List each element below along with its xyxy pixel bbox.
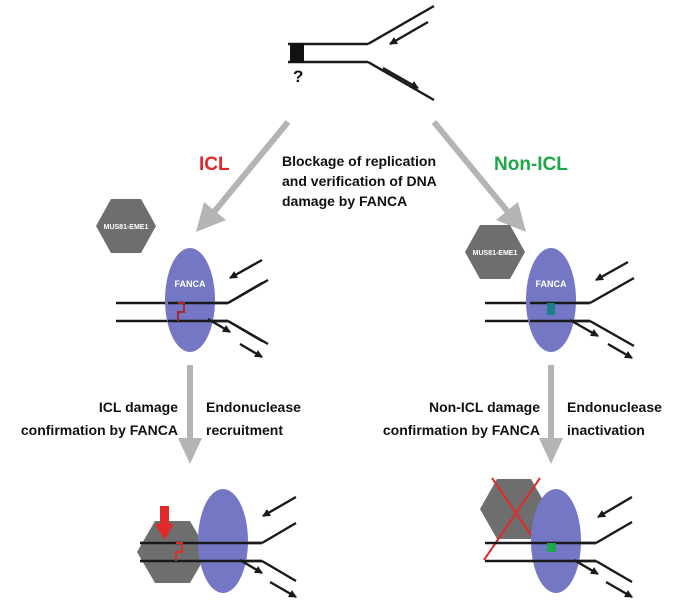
non-icl-inactivation-panel (480, 477, 633, 599)
fanca-protein-left (165, 248, 215, 352)
endonuclease-inactivation-line-1: Endonuclease (567, 399, 662, 415)
non-icl-confirmation-line-1: Non-ICL damage (429, 399, 540, 415)
icl-crosslink-bottom-left (175, 542, 183, 561)
down-arrow-right (539, 365, 563, 464)
endonuclease-recruitment-line-2: recruitment (206, 422, 283, 438)
branch-arrow-right (431, 120, 526, 232)
center-caption-line-3: damage by FANCA (282, 193, 407, 209)
fanca-label-right: FANCA (536, 279, 567, 289)
mus81-eme1-hexagon-right (465, 225, 525, 279)
down-arrow-left (178, 365, 202, 464)
center-caption: Blockage of replication and verification… (282, 153, 437, 209)
fanca-protein-bottom-left (198, 489, 248, 593)
inactivation-cross-b (483, 477, 541, 561)
top-replication-fork: ? (288, 4, 435, 102)
icl-confirmation-line-1: ICL damage (99, 399, 178, 415)
icl-crosslink-left (177, 302, 185, 321)
right-step-captions: Non-ICL damage confirmation by FANCA End… (383, 399, 662, 438)
fanca-protein-bottom-right (531, 489, 581, 593)
icl-recruitment-panel (137, 489, 297, 599)
fanca-protein-right (526, 248, 576, 352)
non-icl-fork-panel: MUS81-EME1 FANCA (465, 225, 635, 360)
icl-branch-label: ICL (199, 154, 230, 175)
fanca-label-left: FANCA (175, 279, 206, 289)
endonuclease-inactivation-line-2: inactivation (567, 422, 645, 438)
branch-arrow-left (196, 120, 291, 232)
icl-fork-panel: MUS81-EME1 FANCA (96, 199, 269, 359)
cleavage-arrow-red (155, 506, 174, 540)
mus81-eme1-hexagon-left (96, 199, 156, 253)
non-icl-confirmation-line-2: confirmation by FANCA (383, 422, 540, 438)
non-icl-lesion-bottom-right (547, 543, 556, 552)
left-step-captions: ICL damage confirmation by FANCA Endonuc… (21, 399, 301, 438)
unknown-lesion-block (290, 43, 304, 63)
icl-confirmation-line-2: confirmation by FANCA (21, 422, 178, 438)
center-caption-line-1: Blockage of replication (282, 153, 436, 169)
mus81-eme1-recruited-hexagon (137, 521, 208, 583)
center-caption-line-2: and verification of DNA (282, 173, 437, 189)
non-icl-branch-label: Non-ICL (494, 154, 568, 175)
non-icl-lesion-right (547, 303, 555, 315)
endonuclease-recruitment-line-1: Endonuclease (206, 399, 301, 415)
mus81-eme1-label-left: MUS81-EME1 (104, 224, 149, 231)
question-mark: ? (293, 67, 303, 86)
mus81-eme1-label-right: MUS81-EME1 (473, 250, 518, 257)
